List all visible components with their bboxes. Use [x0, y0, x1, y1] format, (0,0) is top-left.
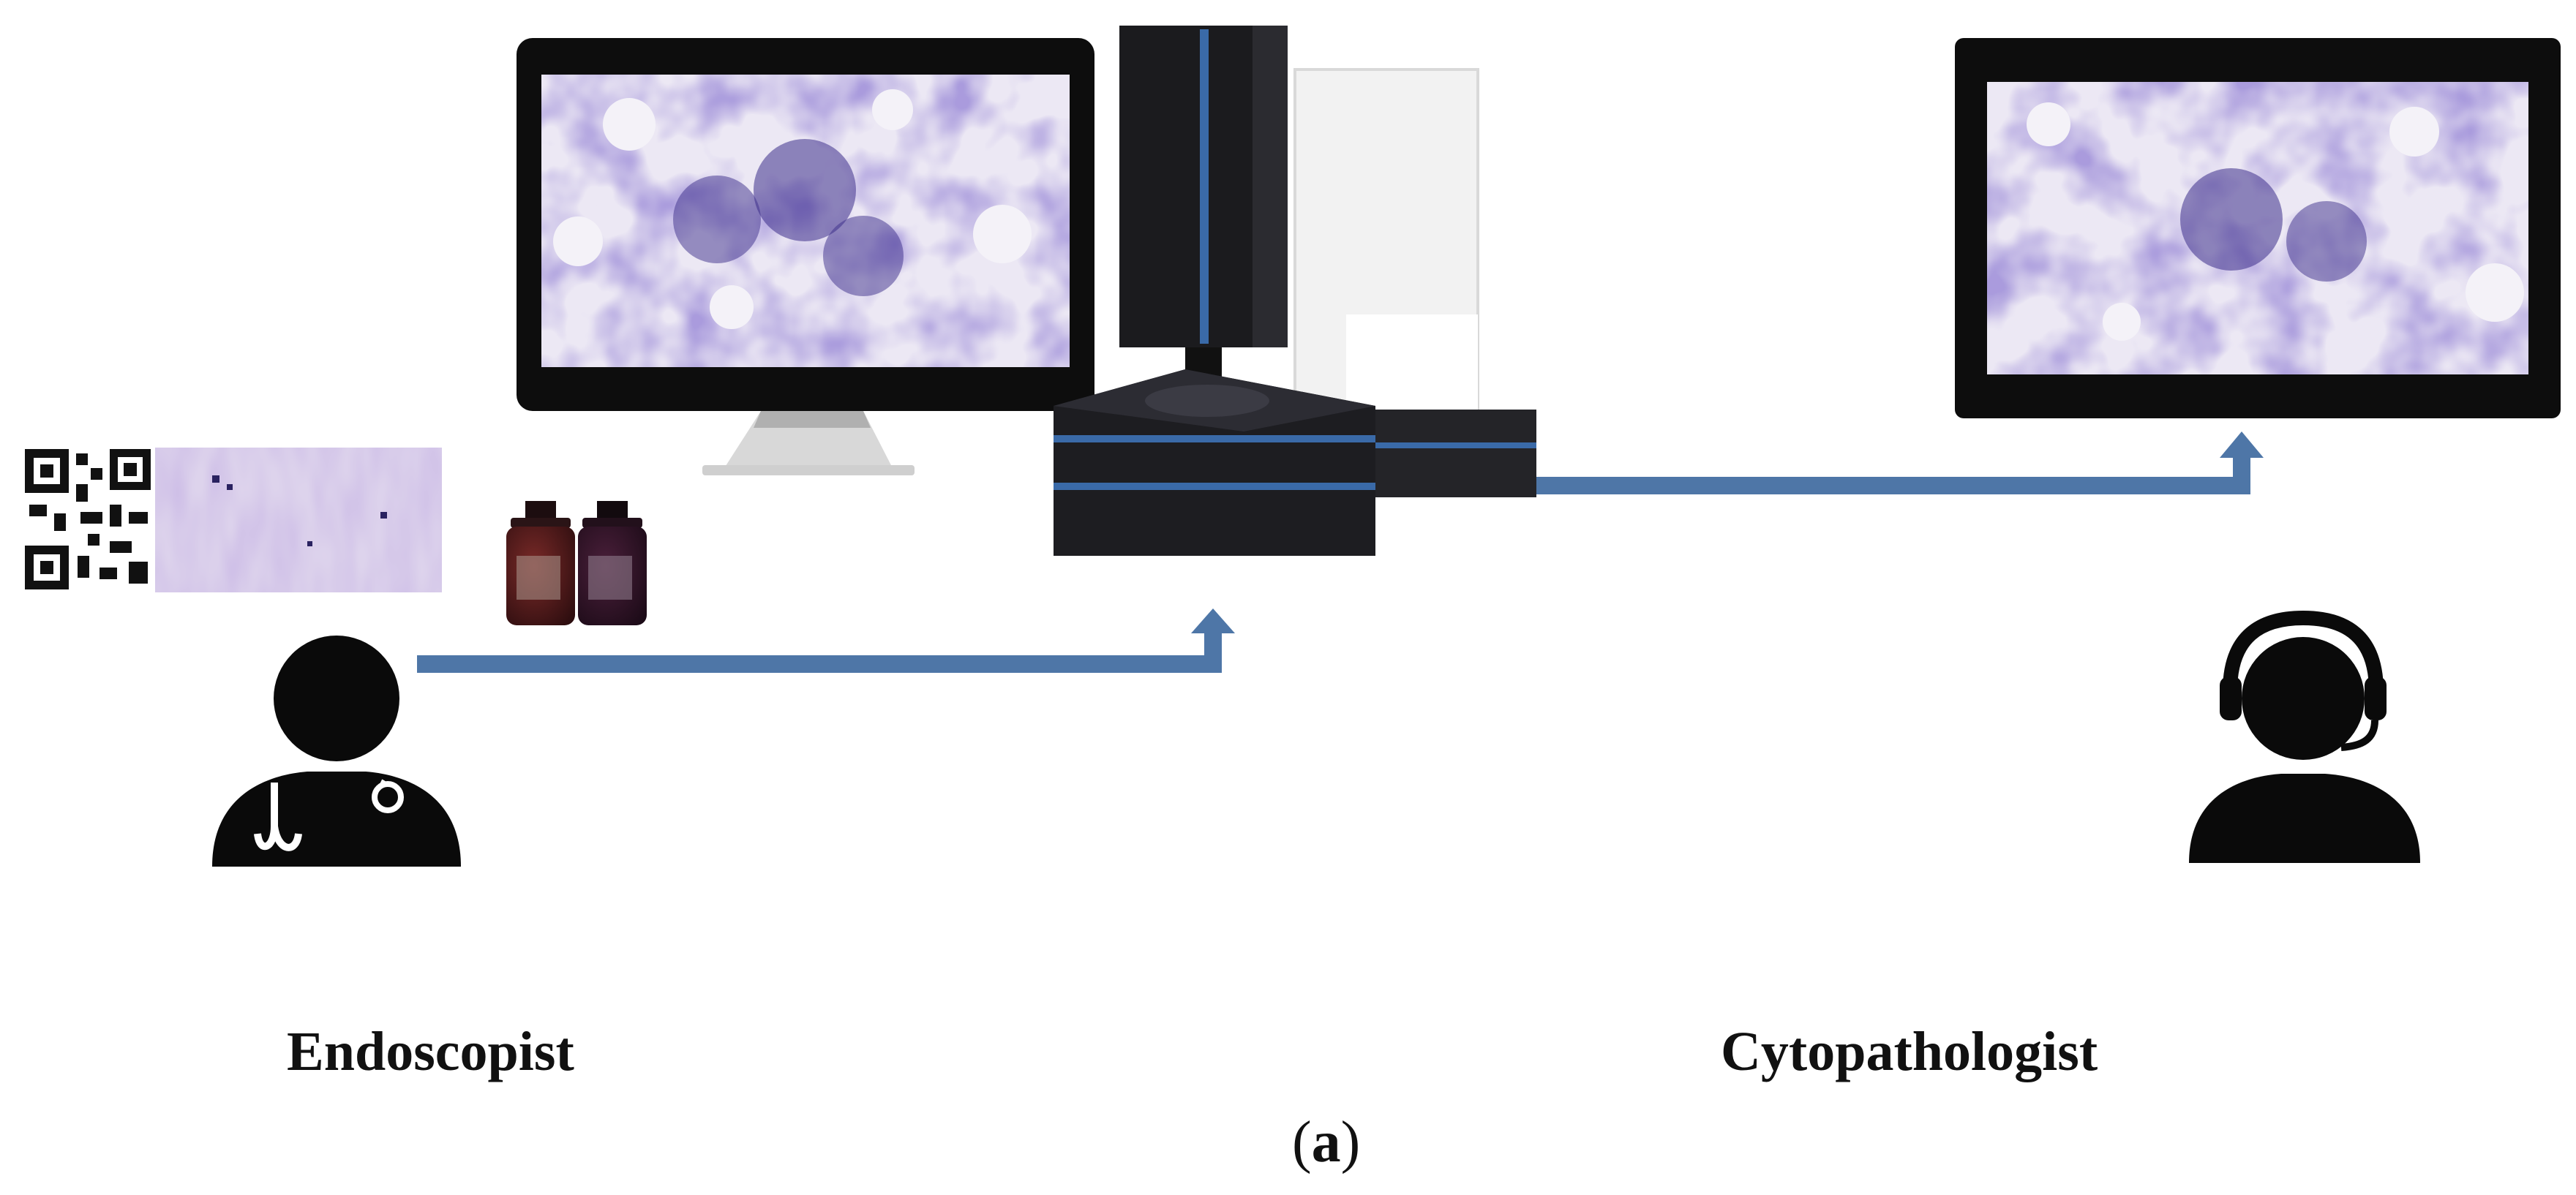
- arrow-endoscopist-to-scanner: [417, 608, 1235, 673]
- left-monitor: [517, 38, 1094, 475]
- stain-bottles: [506, 501, 647, 625]
- arrow-scanner-to-cytopathologist: [1536, 431, 2264, 494]
- endoscopist-label: Endoscopist: [287, 1021, 574, 1082]
- caption-close-paren: ): [1340, 1110, 1361, 1175]
- stain-bottle-1: [506, 501, 575, 625]
- caption-letter: a: [1311, 1110, 1341, 1175]
- right-monitor-screen: [1987, 82, 2528, 374]
- slide-scanner: [1054, 26, 1536, 556]
- figure-caption: (a): [1292, 1113, 1360, 1172]
- glass-slide: [155, 448, 442, 592]
- doctor-stethoscope-icon: [212, 636, 461, 867]
- left-monitor-screen: [541, 75, 1070, 367]
- qr-code-icon: [22, 446, 154, 592]
- cytopathologist-label: Cytopathologist: [1721, 1021, 2098, 1082]
- headset-operator-icon: [2189, 610, 2420, 863]
- right-monitor: [1955, 38, 2561, 418]
- stain-bottle-2: [578, 501, 647, 625]
- caption-open-paren: (: [1292, 1110, 1312, 1175]
